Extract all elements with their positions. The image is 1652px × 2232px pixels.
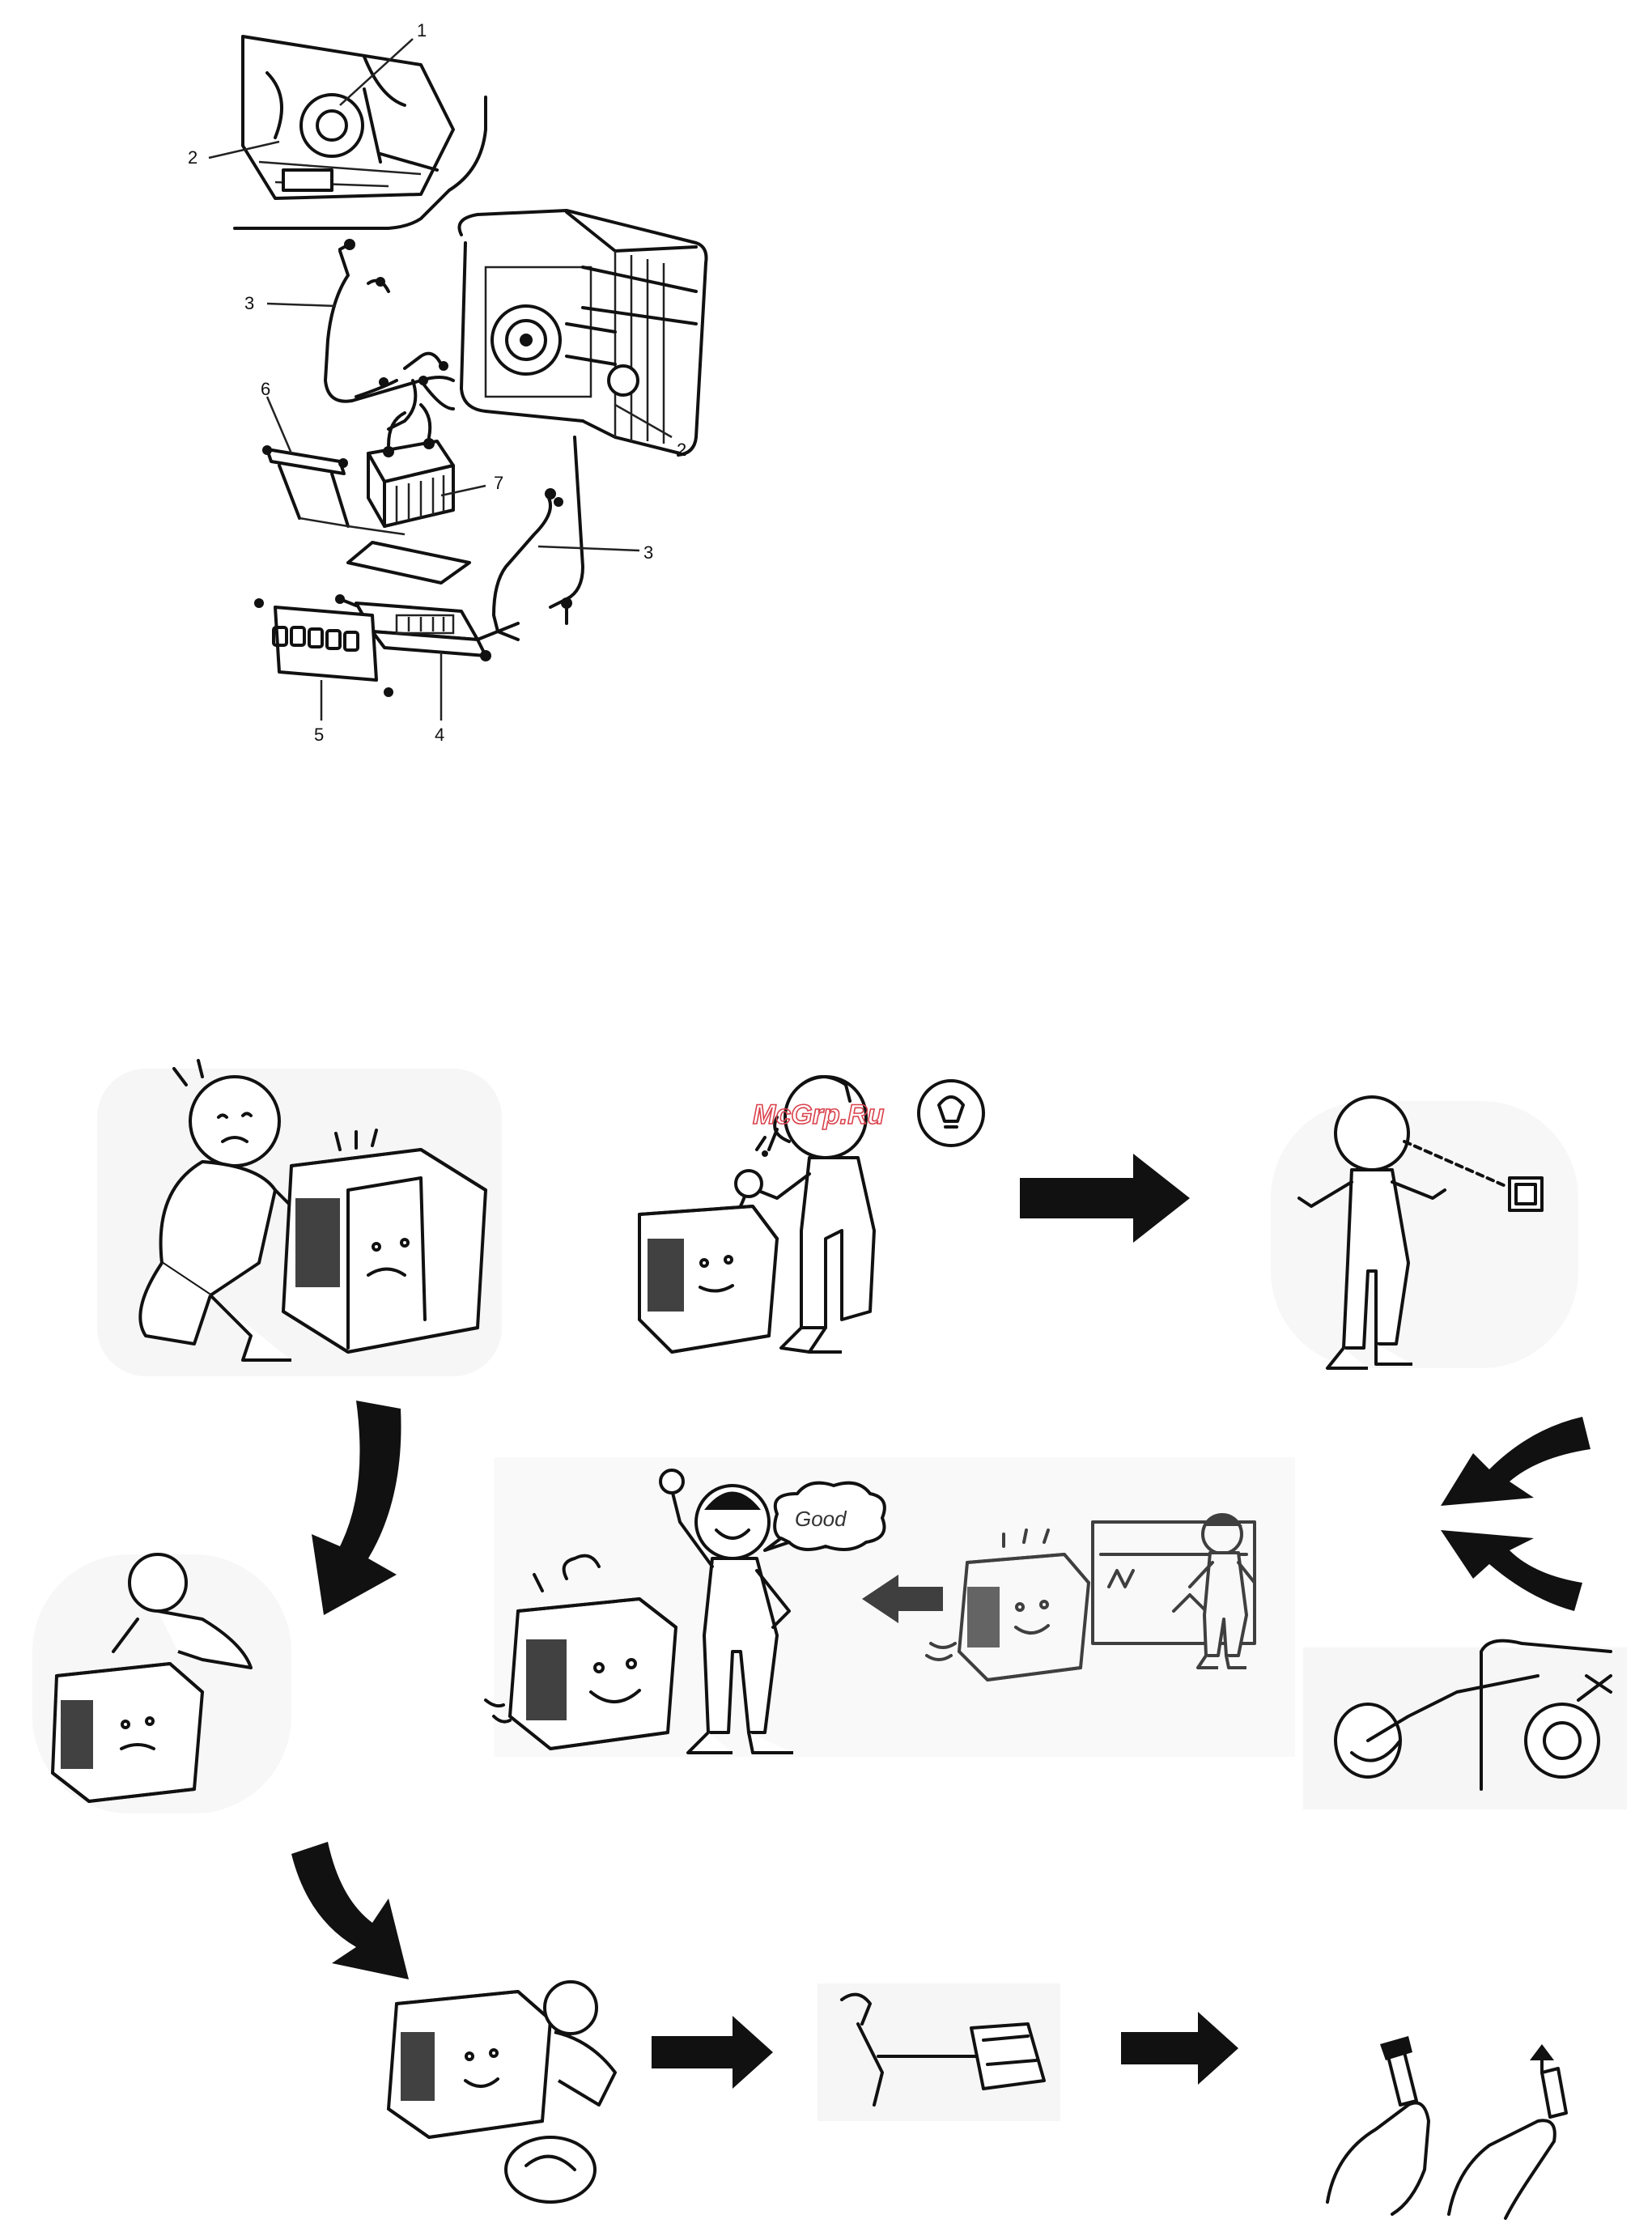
battery bbox=[368, 405, 453, 526]
callout-1: 1 bbox=[417, 20, 427, 40]
flow-arrow-curve-left-1 bbox=[1441, 1417, 1590, 1506]
watermark: McGrp.Ru bbox=[753, 1099, 885, 1130]
troubleshooting-flow: McGrp.Ru bbox=[32, 1061, 1627, 2218]
flow-arrow-right-3 bbox=[1121, 2012, 1238, 2085]
scene-spark-plug-removal bbox=[389, 1982, 615, 2202]
scene-good-result: Good bbox=[486, 1457, 1295, 1757]
generator-frame bbox=[460, 210, 707, 455]
flow-arrow-down-2 bbox=[291, 1842, 409, 1979]
scene-worried-operator bbox=[97, 1061, 502, 1376]
callout-4: 4 bbox=[435, 725, 444, 745]
flow-arrow-right-2 bbox=[652, 2016, 773, 2089]
battery-mat bbox=[348, 542, 469, 583]
callout-7: 7 bbox=[494, 473, 503, 493]
callout-3-left: 3 bbox=[244, 293, 254, 313]
callout-6: 6 bbox=[261, 379, 270, 399]
scene-check-outlet bbox=[1271, 1097, 1578, 1368]
scene-plug-check bbox=[1303, 1641, 1627, 1809]
wire-harness bbox=[325, 239, 453, 429]
flow-arrow-curve-left-2 bbox=[1441, 1530, 1582, 1611]
callout-5: 5 bbox=[314, 725, 324, 745]
callout-3-right: 3 bbox=[643, 542, 653, 563]
engine-detail-inset bbox=[243, 36, 453, 198]
lower-wire-harness bbox=[494, 437, 583, 640]
callout-2-right: 2 bbox=[677, 440, 686, 460]
flow-arrow-down-1 bbox=[312, 1401, 401, 1615]
flow-arrow-right-1 bbox=[1020, 1154, 1190, 1243]
scene-hands-spark-plug bbox=[1327, 2036, 1566, 2218]
callout-2-top: 2 bbox=[188, 147, 197, 168]
speech-bubble-text: Good bbox=[795, 1507, 847, 1531]
scene-spark-plug-wrench bbox=[818, 1983, 1060, 2121]
scene-inspect-generator bbox=[32, 1554, 291, 1813]
exploded-parts-diagram: 1 2 3 6 7 2 3 5 4 bbox=[188, 20, 707, 745]
